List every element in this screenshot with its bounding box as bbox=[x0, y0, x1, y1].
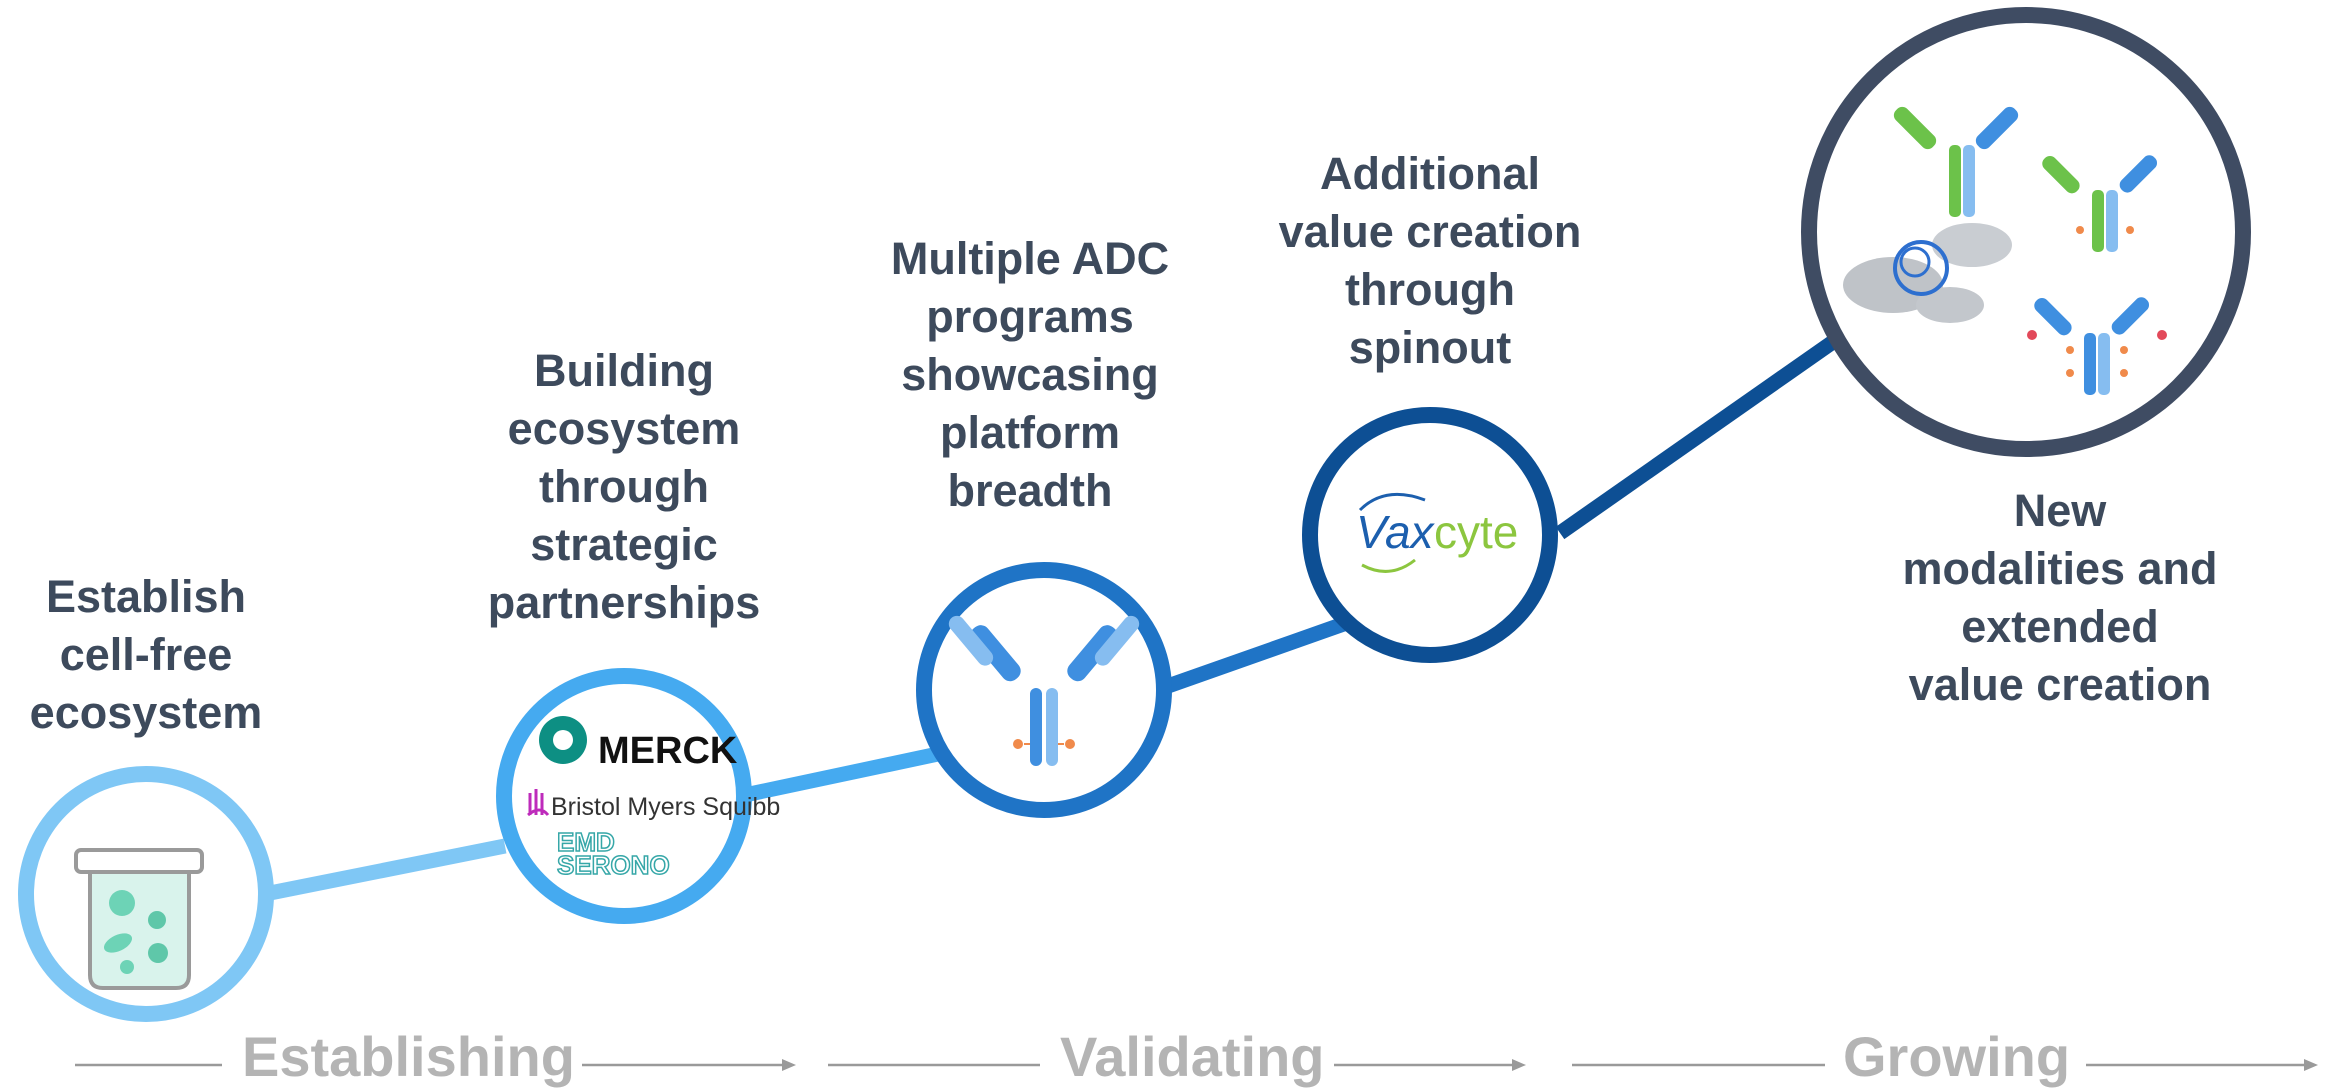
step-3-label: Multiple ADC programs showcasing platfor… bbox=[890, 233, 1170, 516]
step-4-label: Additional value creation through spinou… bbox=[1278, 148, 1582, 373]
step-4-ring bbox=[1302, 407, 1558, 663]
bms-logo: Bristol Myers Squibb bbox=[527, 789, 780, 821]
vaxcyte-logo-text-a: Vax bbox=[1356, 506, 1436, 558]
merck-logo: MERCK bbox=[539, 716, 738, 772]
emd-logo-text: EMD bbox=[557, 827, 615, 857]
step-1-label: Establish cell-free ecosystem bbox=[29, 571, 263, 738]
step-5-label: New modalities and extended value creati… bbox=[1902, 485, 2218, 710]
step-4-node: Vax cyte bbox=[1302, 407, 1558, 663]
new-modalities-antibodies-icon bbox=[1843, 106, 2167, 395]
phase-label-validating: Validating bbox=[1060, 1025, 1325, 1088]
connector-2-3 bbox=[743, 746, 940, 803]
phase-3-arrowhead bbox=[2304, 1059, 2318, 1071]
partner-logos: MERCK Bristol Myers Squibb EMD SERONO bbox=[527, 716, 780, 881]
step-2-node: MERCK Bristol Myers Squibb EMD SERONO bbox=[496, 668, 780, 924]
step-1-node bbox=[18, 766, 274, 1022]
phase-1-arrowhead bbox=[782, 1059, 796, 1071]
step-3-ring bbox=[916, 562, 1172, 818]
cell-free-reaction-tube-icon bbox=[74, 848, 204, 990]
connector-4-5 bbox=[1555, 330, 1845, 540]
vaxcyte-logo-text-b: cyte bbox=[1434, 506, 1518, 558]
phase-label-establishing: Establishing bbox=[242, 1025, 575, 1088]
connector-1-2 bbox=[268, 838, 507, 901]
phase-arrows bbox=[75, 1059, 2318, 1071]
phase-label-growing: Growing bbox=[1843, 1025, 2071, 1088]
step-2-label: Building ecosystem through strategic par… bbox=[487, 345, 761, 628]
vaxcyte-logo: Vax cyte bbox=[1356, 492, 1518, 573]
phase-2-arrowhead bbox=[1512, 1059, 1526, 1071]
step-5-ring bbox=[1801, 7, 2251, 457]
antibody-drug-conjugate-icon bbox=[948, 615, 1140, 766]
connector-lines bbox=[268, 330, 1845, 901]
bms-logo-text: Bristol Myers Squibb bbox=[551, 793, 780, 821]
serono-logo-text: SERONO bbox=[557, 850, 670, 880]
emd-serono-logo: EMD SERONO bbox=[556, 826, 670, 881]
merck-logo-text: MERCK bbox=[598, 730, 738, 772]
connector-3-4 bbox=[1165, 612, 1358, 694]
step-3-node bbox=[916, 562, 1172, 818]
step-5-node bbox=[1801, 7, 2251, 457]
protein-structure-icon bbox=[1843, 223, 2012, 323]
